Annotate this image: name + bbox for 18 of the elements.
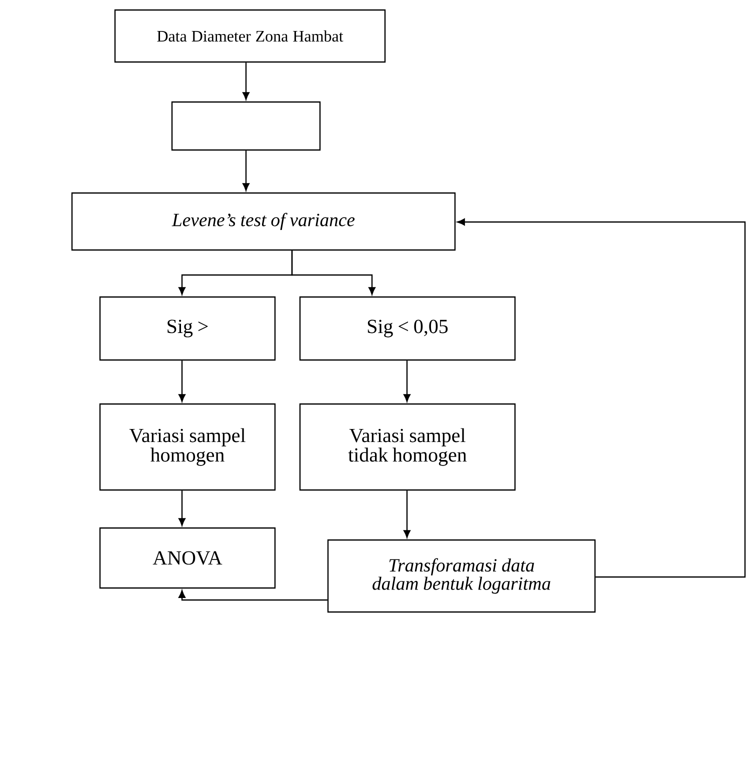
process-box: Sig < 0,05 [299, 296, 516, 361]
process-box: Variasi sampel homogen [99, 403, 276, 491]
empty-box [171, 101, 321, 151]
arrow [404, 360, 410, 402]
arrow [242, 150, 250, 191]
process-box: ANOVA [99, 527, 276, 589]
arrow [178, 590, 328, 601]
process-box: Levene’s test of variance [71, 192, 456, 251]
arrow [404, 490, 410, 538]
arrow [457, 218, 746, 578]
arrow [178, 360, 186, 402]
arrow [291, 250, 376, 295]
process-box: Data Diameter Zona Hambat [114, 9, 386, 63]
process-box: Variasi sampel tidak homogen [299, 403, 516, 491]
arrow [178, 490, 186, 526]
arrow [242, 62, 250, 100]
process-box: Transforamasi data dalam bentuk logaritma [327, 539, 596, 613]
process-box: Sig > [99, 296, 276, 361]
